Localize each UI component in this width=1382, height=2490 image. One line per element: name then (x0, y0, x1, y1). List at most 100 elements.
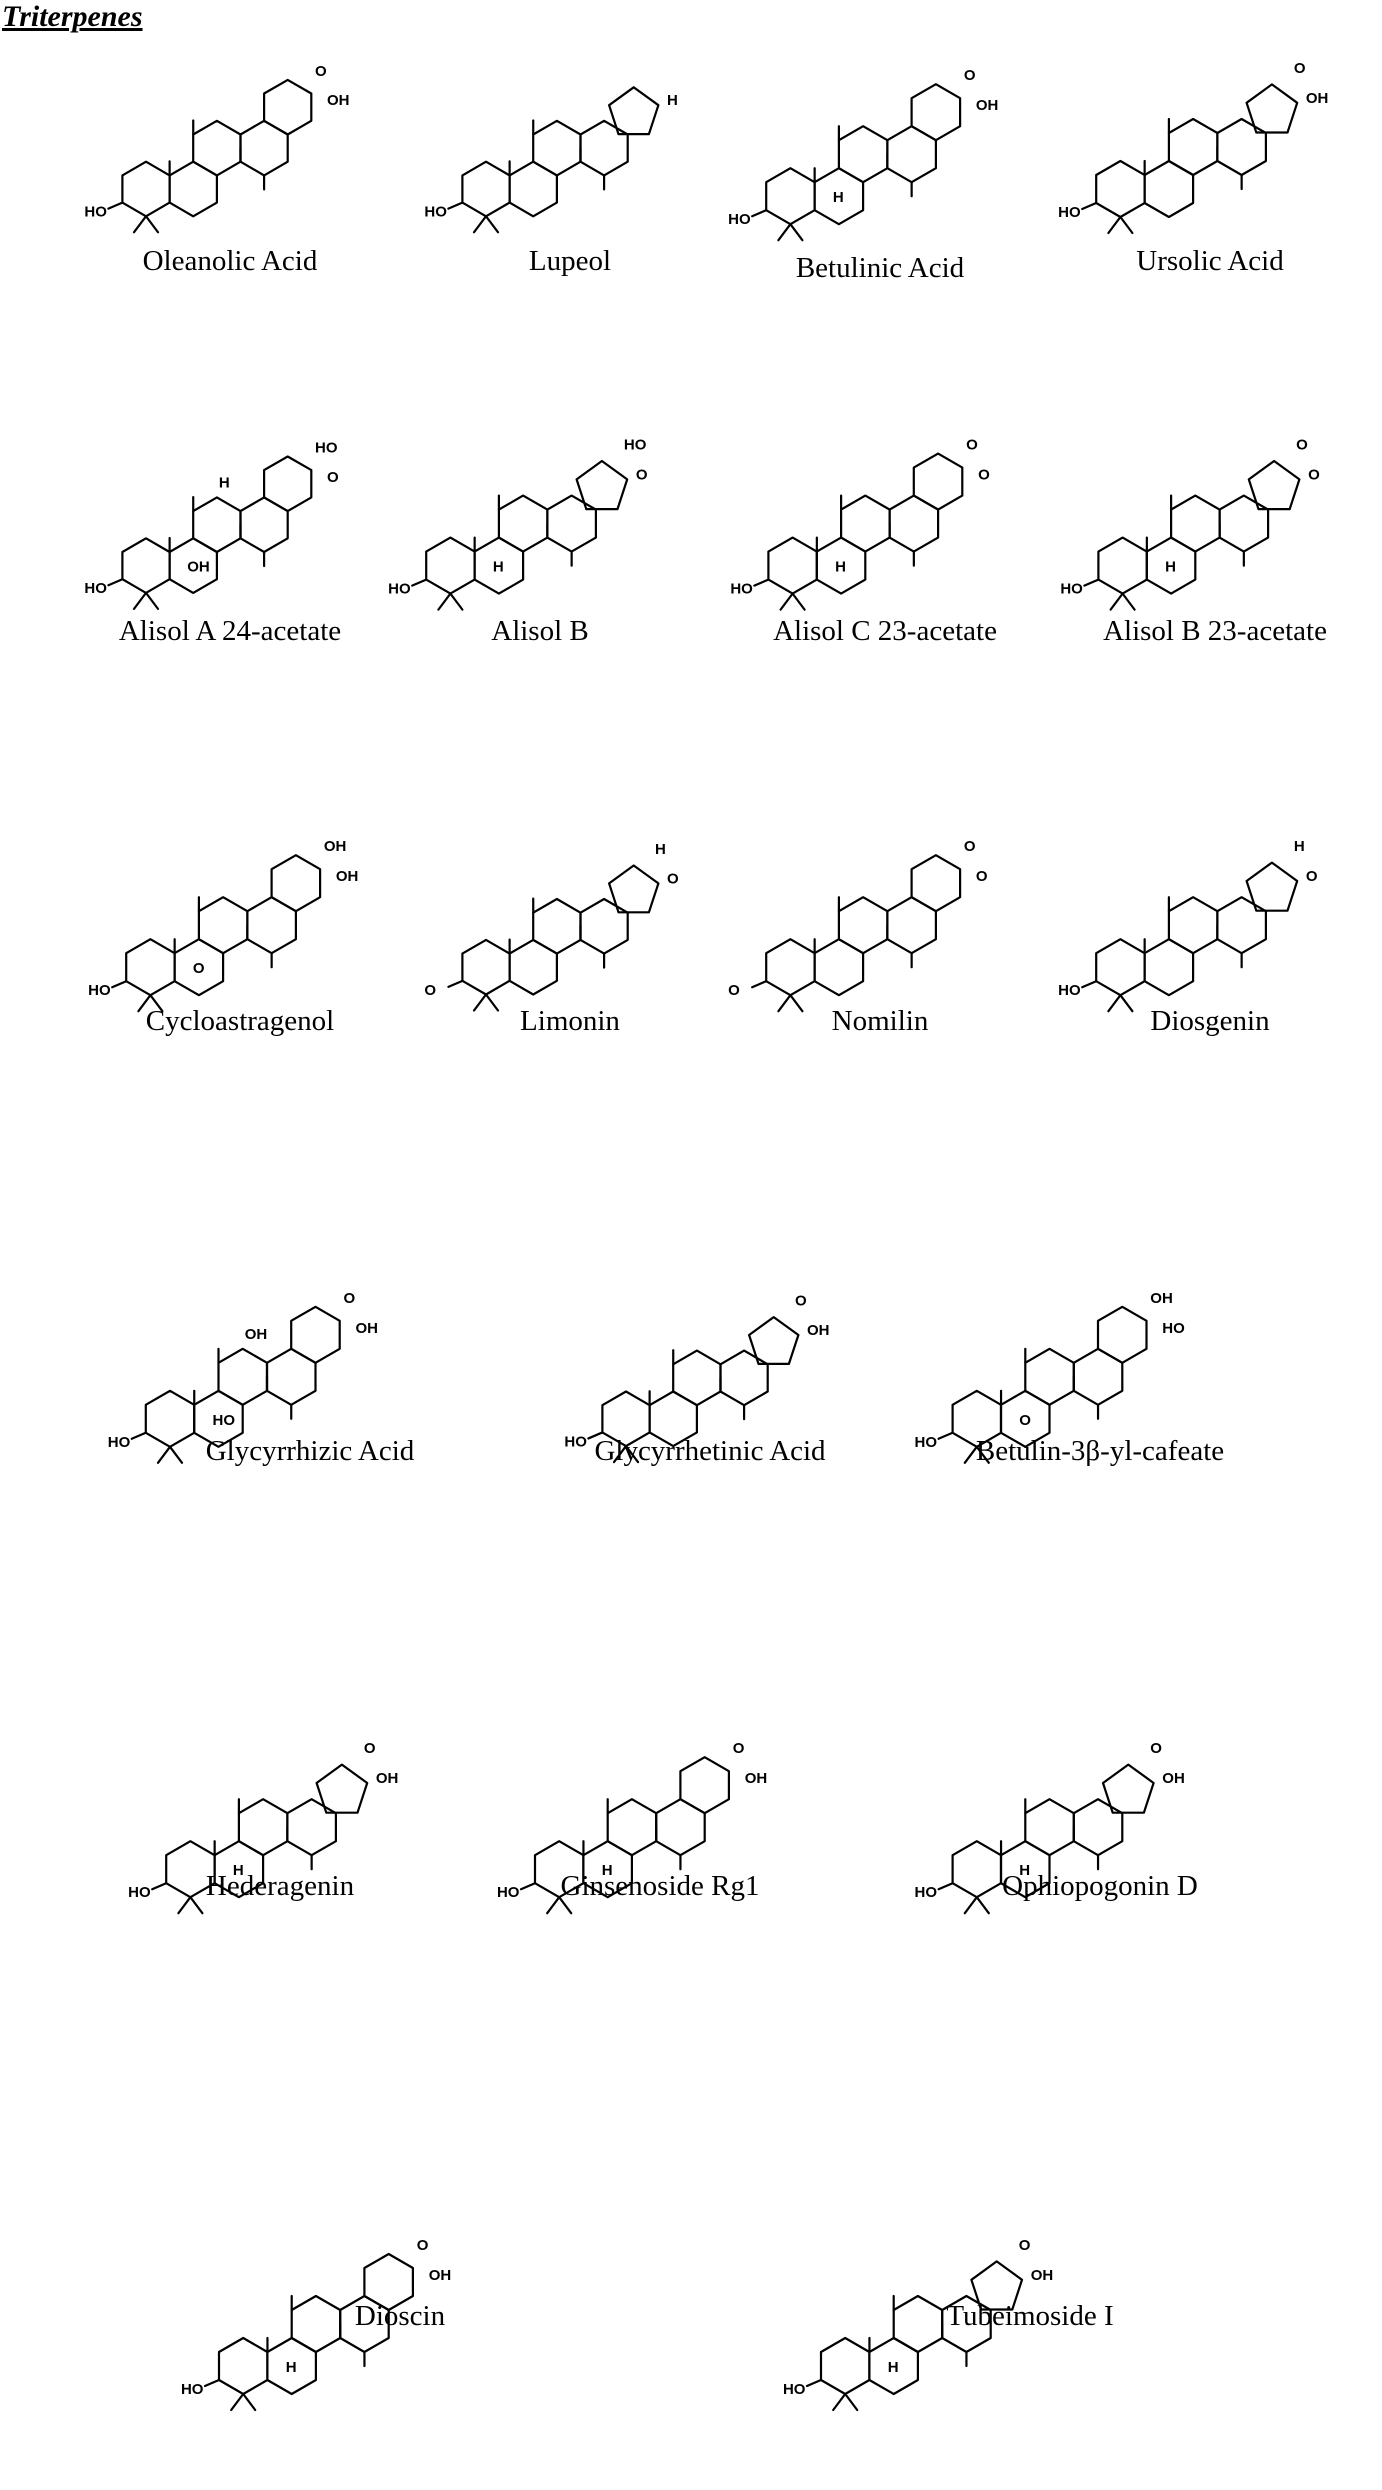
methyl-bond (791, 592, 806, 611)
methyl-bond (789, 994, 804, 1013)
compound-name: Alisol C 23-acetate (773, 615, 997, 647)
ring-4 (886, 896, 937, 955)
atom-label: HO (1162, 1320, 1185, 1337)
ring-1 (461, 160, 511, 218)
ring-4 (546, 494, 597, 553)
ring-3 (837, 896, 889, 955)
ring-1 (767, 536, 818, 595)
ring-2 (1143, 159, 1195, 219)
ring-2 (508, 160, 558, 218)
atom-label: HO (730, 581, 753, 598)
methyl-bond (975, 1445, 990, 1464)
compound-name: Glycyrrhizic Acid (205, 1435, 415, 1467)
hydroxyl-bond (937, 1882, 954, 1891)
methyl-bond (789, 223, 804, 242)
atom-label: HO (181, 2381, 204, 2398)
atom-label: O (1019, 2237, 1031, 2254)
atom-label: O (1019, 1412, 1031, 1429)
atom-label: O (417, 2237, 429, 2254)
methyl-bond (484, 993, 500, 1012)
compound-name: Glycyrrhetinic Acid (594, 1435, 826, 1467)
atom-label: OH (324, 838, 347, 855)
hydroxyl-bond (1081, 201, 1098, 211)
hydroxyl-bond (753, 578, 770, 587)
ring-2 (813, 938, 865, 997)
ring-5 (1245, 83, 1299, 134)
atom-label: H (655, 841, 666, 858)
ring-1 (765, 167, 816, 226)
ring-3 (1167, 896, 1219, 955)
hydroxyl-bond (111, 980, 128, 989)
atom-label: HO (128, 1884, 151, 1901)
ring-1 (425, 536, 476, 595)
ring-5 (263, 455, 313, 513)
atom-label: H (667, 92, 678, 109)
ring-3 (497, 494, 549, 553)
ring-3 (672, 1349, 722, 1407)
ring-4 (239, 119, 289, 177)
atom-label: OH (745, 1770, 768, 1787)
atom-label: H (833, 189, 844, 206)
methyl-bond (963, 1896, 978, 1915)
atom-label: O (193, 960, 205, 977)
hydroxyl-bond (203, 2378, 221, 2388)
ring-5 (315, 1763, 369, 1814)
ring-5 (363, 2252, 414, 2312)
methyl-bond (132, 215, 148, 234)
ring-1 (819, 2336, 871, 2396)
compound-name: Alisol B (491, 615, 589, 647)
ring-1 (1095, 938, 1146, 997)
atom-label: H (493, 559, 504, 576)
ring-1 (1095, 159, 1146, 219)
ring-4 (655, 1798, 706, 1857)
atom-label: O (424, 982, 436, 999)
atom-label: O (1306, 868, 1318, 885)
atom-label: OH (327, 92, 350, 109)
ring-1 (765, 938, 816, 997)
ring-4 (886, 125, 937, 184)
ring-5 (1096, 1305, 1148, 1364)
methyl-bond (779, 592, 794, 611)
atom-label: O (964, 67, 976, 84)
atom-label: OH (429, 2267, 452, 2284)
methyl-bond (472, 215, 488, 234)
methyl-bond (624, 1444, 640, 1464)
atom-label: OH (1306, 90, 1329, 107)
hydroxyl-bond (151, 1882, 168, 1891)
atom-label: O (667, 870, 679, 887)
ring-1 (121, 537, 171, 594)
compound-name: Ginsenoside Rg1 (560, 1870, 760, 1902)
atom-label: HO (624, 437, 647, 454)
hydroxyl-bond (519, 1882, 537, 1891)
section-title: Triterpenes (2, 0, 143, 33)
ring-4 (579, 897, 629, 955)
methyl-bond (1119, 994, 1134, 1013)
atom-label: H (219, 474, 230, 491)
ring-5 (1245, 861, 1299, 912)
methyl-bond (144, 215, 160, 234)
ring-5 (1247, 459, 1301, 511)
atom-label: HO (315, 440, 338, 457)
ring-5 (1101, 1763, 1155, 1814)
ring-1 (217, 2336, 269, 2396)
atom-label: H (233, 1862, 244, 1879)
atom-label: O (964, 838, 976, 855)
methyl-bond (558, 1896, 573, 1915)
ring-3 (839, 494, 891, 553)
compound-name: Nomilin (831, 1005, 929, 1037)
ring-3 (192, 496, 242, 554)
atom-label: OH (336, 868, 359, 885)
ring-3 (606, 1798, 658, 1857)
